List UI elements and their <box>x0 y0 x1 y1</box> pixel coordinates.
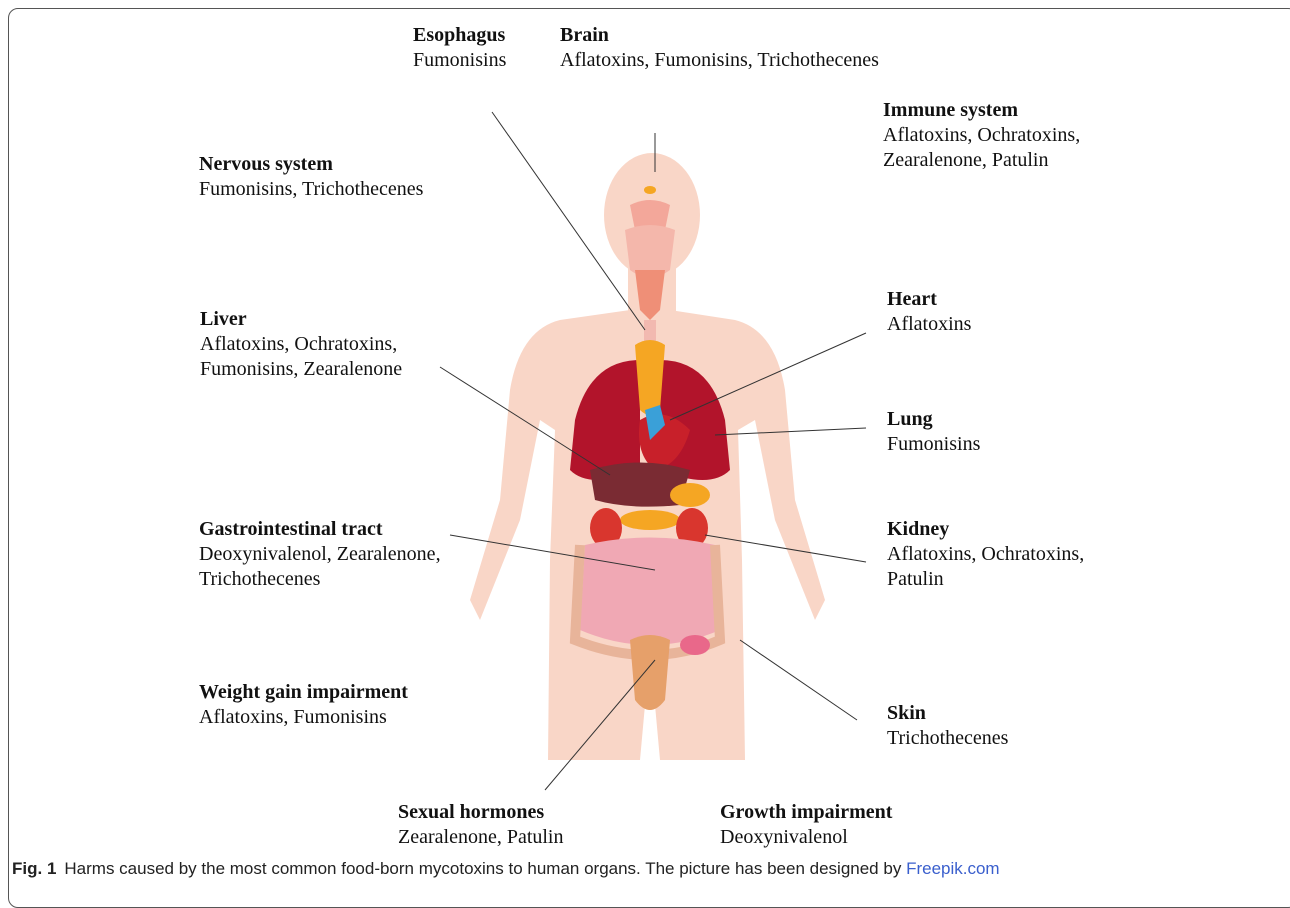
label-desc: Aflatoxins, Ochratoxins, <box>887 542 1084 567</box>
pancreas-icon <box>620 510 680 530</box>
label-title: Esophagus <box>413 23 506 48</box>
label-title: Liver <box>200 307 402 332</box>
label-title: Kidney <box>887 517 1084 542</box>
intestine-icon <box>580 538 720 646</box>
label-desc: Zearalenone, Patulin <box>398 825 564 850</box>
label-desc: Fumonisins, Trichothecenes <box>199 177 423 202</box>
label-desc: Zearalenone, Patulin <box>883 148 1080 173</box>
label-title: Sexual hormones <box>398 800 564 825</box>
label-title: Skin <box>887 701 1008 726</box>
brain-icon <box>644 186 656 194</box>
label-title: Weight gain impairment <box>199 680 408 705</box>
label-sexual-hormones: Sexual hormones Zearalenone, Patulin <box>398 800 564 850</box>
label-title: Gastrointestinal tract <box>199 517 441 542</box>
label-desc: Aflatoxins, Ochratoxins, <box>200 332 402 357</box>
label-desc: Trichothecenes <box>887 726 1008 751</box>
label-title: Heart <box>887 287 971 312</box>
body-illustration <box>0 0 1290 887</box>
label-title: Nervous system <box>199 152 423 177</box>
caption-figure-number: Fig. 1 <box>12 859 56 878</box>
label-weight-gain-impairment: Weight gain impairment Aflatoxins, Fumon… <box>199 680 408 730</box>
pharynx-icon <box>625 225 675 278</box>
label-title: Lung <box>887 407 980 432</box>
label-title: Growth impairment <box>720 800 892 825</box>
leader-skin <box>740 640 857 720</box>
label-nervous-system: Nervous system Fumonisins, Trichothecene… <box>199 152 423 202</box>
label-desc: Patulin <box>887 567 1084 592</box>
freepik-link[interactable]: Freepik.com <box>906 859 1000 878</box>
label-esophagus: Esophagus Fumonisins <box>413 23 506 73</box>
label-desc: Aflatoxins, Fumonisins, Trichothecenes <box>560 48 879 73</box>
label-brain: Brain Aflatoxins, Fumonisins, Trichothec… <box>560 23 879 73</box>
label-growth-impairment: Growth impairment Deoxynivalenol <box>720 800 892 850</box>
label-heart: Heart Aflatoxins <box>887 287 971 337</box>
label-liver: Liver Aflatoxins, Ochratoxins, Fumonisin… <box>200 307 402 382</box>
label-title: Brain <box>560 23 879 48</box>
label-kidney: Kidney Aflatoxins, Ochratoxins, Patulin <box>887 517 1084 592</box>
label-title: Immune system <box>883 98 1080 123</box>
label-desc: Fumonisins, Zearalenone <box>200 357 402 382</box>
label-desc: Aflatoxins, Fumonisins <box>199 705 408 730</box>
label-desc: Deoxynivalenol <box>720 825 892 850</box>
stomach-icon <box>670 483 710 507</box>
label-immune-system: Immune system Aflatoxins, Ochratoxins, Z… <box>883 98 1080 173</box>
label-desc: Trichothecenes <box>199 567 441 592</box>
label-desc: Fumonisins <box>413 48 506 73</box>
organs <box>570 186 730 710</box>
label-desc: Fumonisins <box>887 432 980 457</box>
label-gastrointestinal-tract: Gastrointestinal tract Deoxynivalenol, Z… <box>199 517 441 592</box>
uterus-icon <box>680 635 710 655</box>
caption-text: Harms caused by the most common food-bor… <box>64 859 901 878</box>
label-skin: Skin Trichothecenes <box>887 701 1008 751</box>
label-lung: Lung Fumonisins <box>887 407 980 457</box>
label-desc: Aflatoxins <box>887 312 971 337</box>
figure-caption: Fig. 1 Harms caused by the most common fo… <box>12 859 1000 879</box>
label-desc: Aflatoxins, Ochratoxins, <box>883 123 1080 148</box>
bladder-icon <box>630 635 670 710</box>
label-desc: Deoxynivalenol, Zearalenone, <box>199 542 441 567</box>
